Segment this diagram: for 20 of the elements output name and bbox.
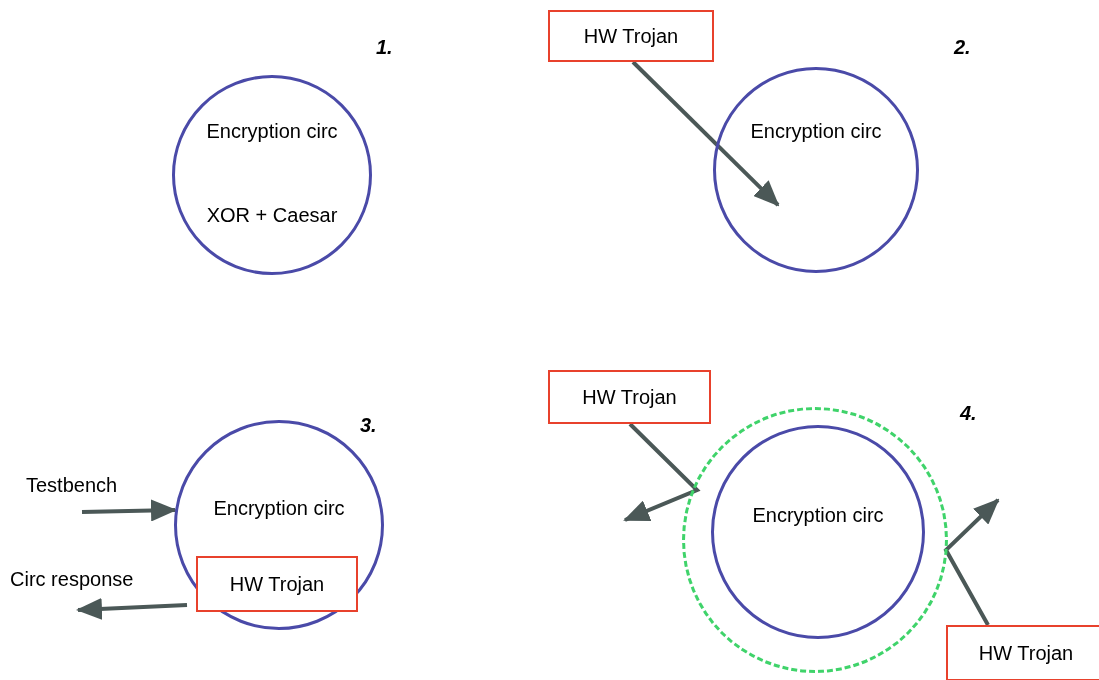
circle-text: Encryption circ (751, 503, 885, 528)
node-label: Circ response (10, 565, 170, 593)
trojan-box: HW Trojan (196, 556, 358, 612)
trojan-box: HW Trojan (946, 625, 1099, 680)
circle-text: Encryption circ (749, 119, 883, 144)
trojan-box: HW Trojan (548, 370, 711, 424)
panel-number: 3. (360, 413, 377, 438)
arrow (81, 499, 177, 522)
circle-text: Encryption circ (205, 119, 339, 144)
node-label: Testbench (26, 471, 146, 499)
panel-number: 4. (960, 401, 977, 426)
arrow (76, 597, 188, 620)
arrow (631, 60, 780, 207)
panel-number: 1. (376, 35, 393, 60)
circle-text: Encryption circ (212, 496, 346, 521)
arrow (623, 422, 701, 522)
trojan-box: HW Trojan (548, 10, 714, 62)
arrow (943, 498, 1000, 626)
circle-text: XOR + Caesar (205, 203, 339, 228)
panel-number: 2. (954, 35, 971, 60)
